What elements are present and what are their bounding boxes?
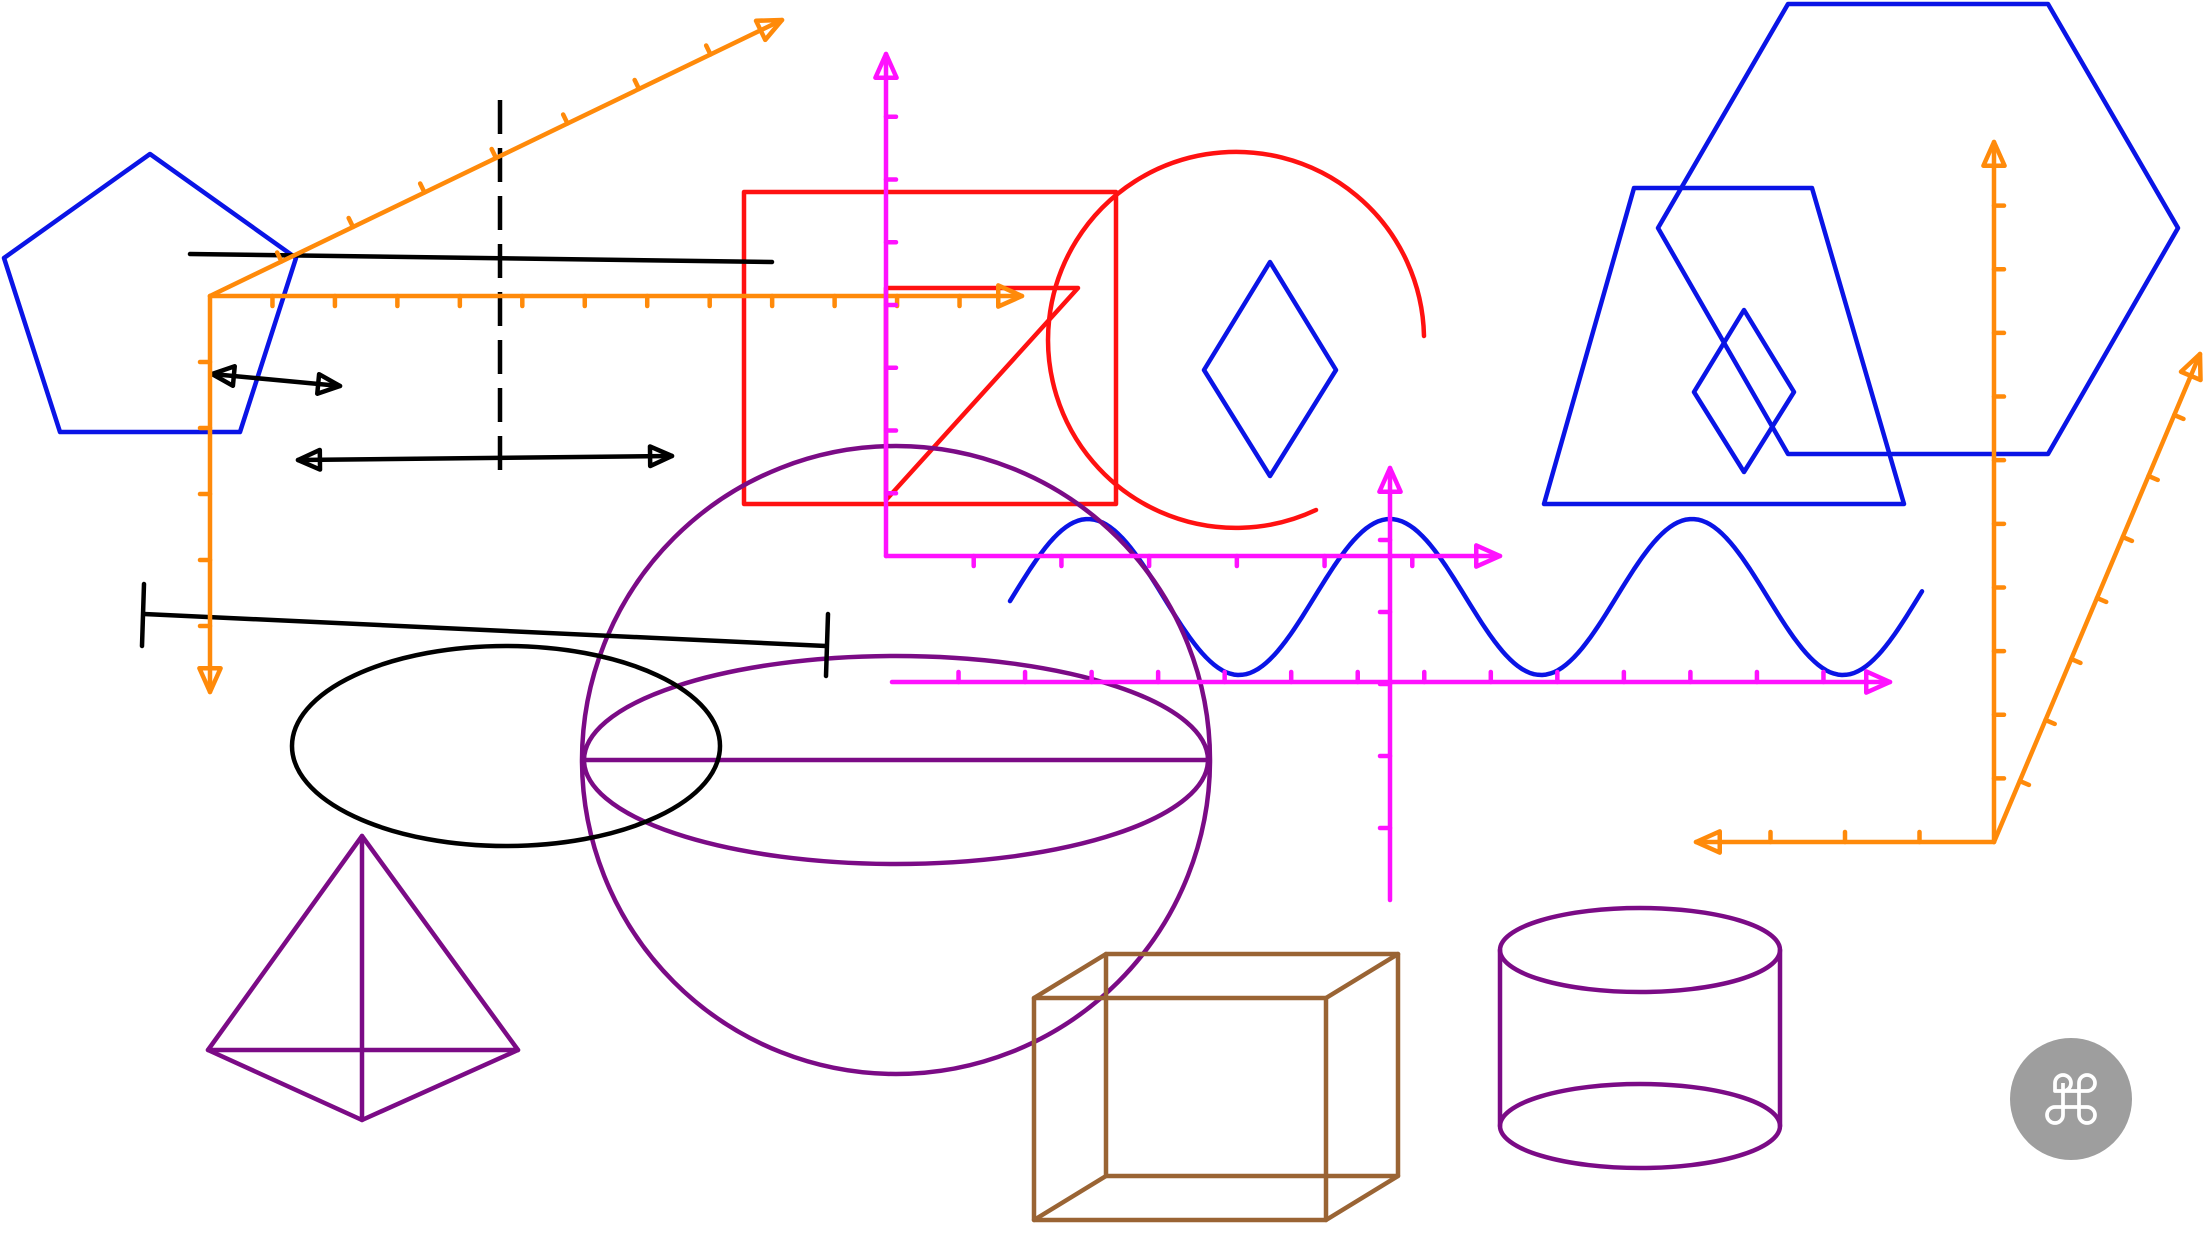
pyramid-shape[interactable] [205, 833, 521, 1123]
rectangle-shape[interactable] [741, 189, 1119, 507]
coordinate-axes-shape[interactable] [873, 51, 1503, 569]
cylinder-shape[interactable] [1497, 905, 1783, 1171]
coordinate-axes-shape[interactable] [207, 17, 2203, 855]
rhombus-shape[interactable] [1201, 259, 1339, 479]
line-segment-shape[interactable] [187, 251, 775, 265]
trapezoid-shape[interactable] [1541, 185, 1907, 507]
sphere-shape[interactable] [579, 443, 1213, 1077]
ellipse-shape[interactable] [289, 643, 723, 849]
circle-arc-shape[interactable] [1045, 149, 1427, 531]
double-arrow-shape[interactable] [295, 444, 675, 472]
command-icon [2045, 1073, 2097, 1125]
sine-wave-shape[interactable] [1007, 516, 1925, 678]
hexagon-shape[interactable] [1655, 1, 2181, 457]
rhombus-shape[interactable] [1691, 307, 1797, 475]
menu-fab-button[interactable] [2010, 1038, 2132, 1160]
coordinate-axes-shape[interactable] [889, 465, 1893, 903]
double-arrow-shape[interactable] [209, 364, 343, 396]
bracket-segment-shape[interactable] [139, 581, 831, 679]
pentagon-shape[interactable] [1, 151, 299, 435]
cube-shape[interactable] [1031, 951, 1401, 1223]
coordinate-axes-shape[interactable] [197, 283, 1025, 695]
